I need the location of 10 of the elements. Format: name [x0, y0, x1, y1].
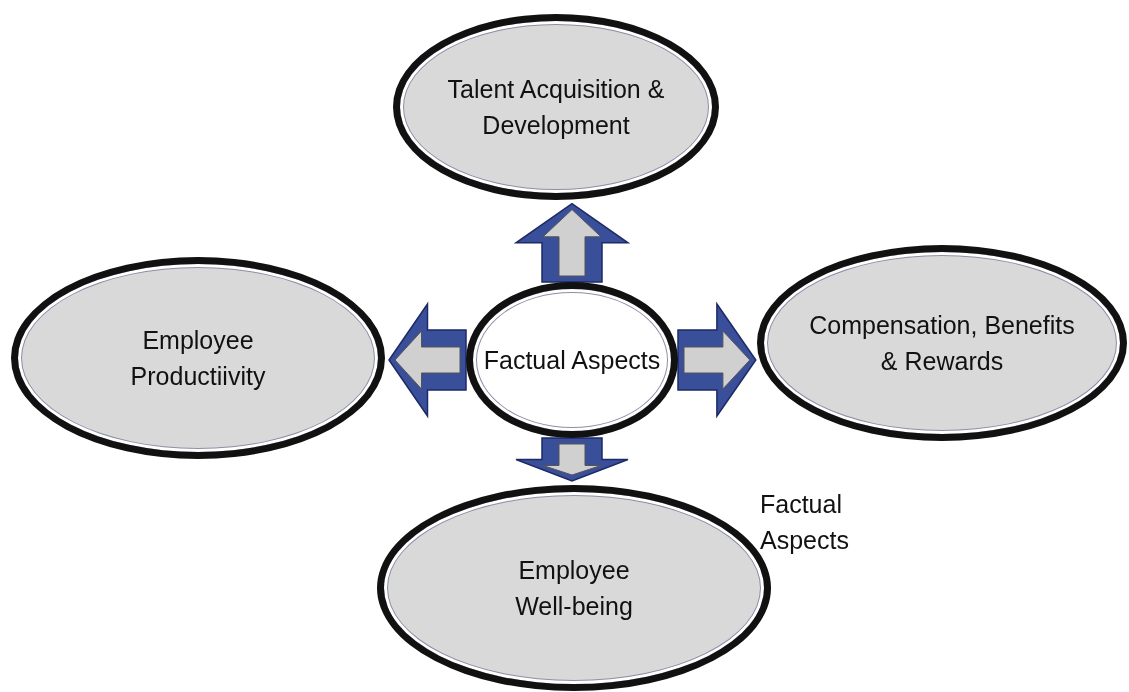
- node-label: Employee Well-being: [514, 554, 634, 622]
- block-arrow: [388, 301, 467, 419]
- note-text: Factual Aspects: [760, 489, 850, 557]
- block-arrow: [513, 202, 631, 283]
- node-label: Employee Productiivity: [129, 324, 267, 392]
- node-label: Factual Aspects: [483, 344, 661, 376]
- node-label: Compensation, Benefits & Rewards: [808, 309, 1076, 377]
- block-arrow: [515, 437, 629, 482]
- node-label: Talent Acquisition & Development: [446, 73, 666, 141]
- block-arrow: [677, 301, 757, 419]
